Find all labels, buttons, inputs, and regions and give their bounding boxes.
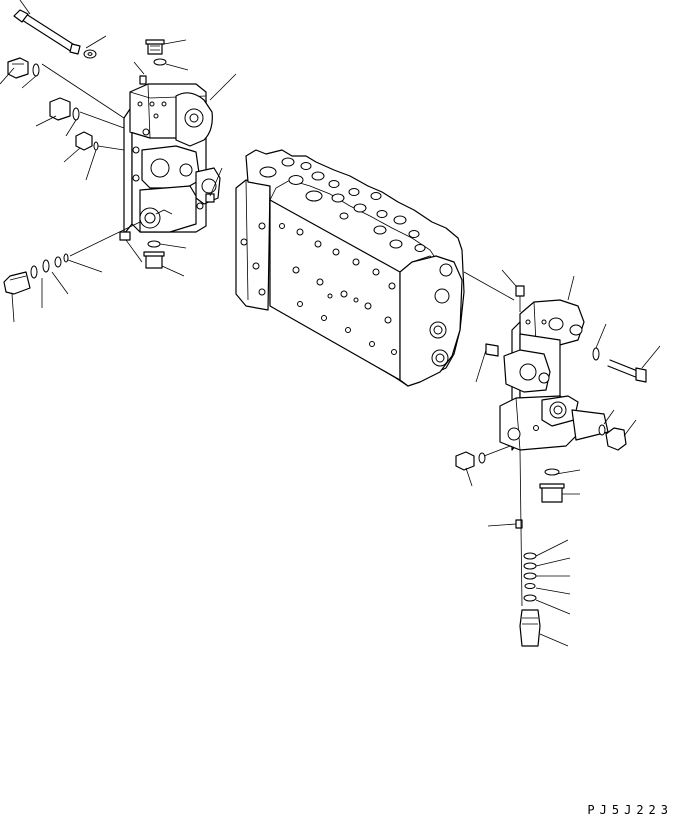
right-parts <box>456 286 646 646</box>
right-section-valve <box>500 300 608 450</box>
left-parts <box>4 10 214 294</box>
main-valve-block <box>236 150 464 386</box>
drawing-code: PJ5J223 <box>587 803 673 817</box>
left-leaders <box>0 0 236 322</box>
left-section-valve <box>124 84 220 234</box>
right-leaders <box>464 270 660 646</box>
